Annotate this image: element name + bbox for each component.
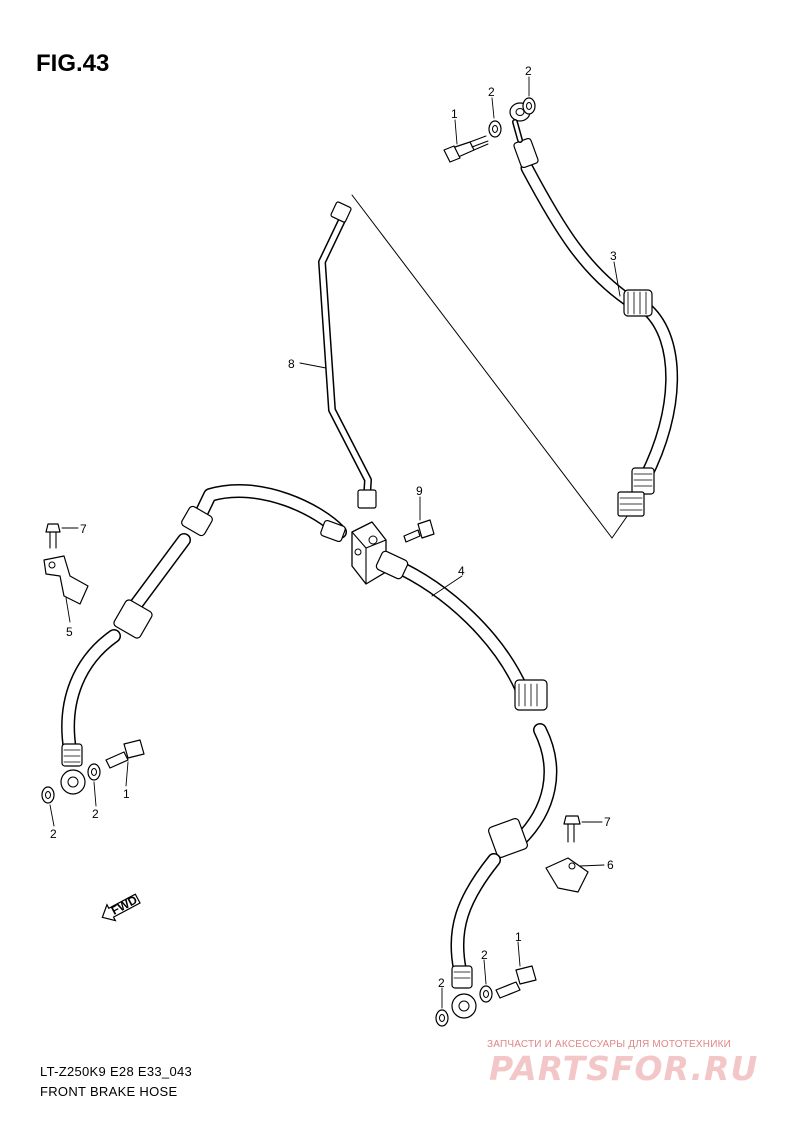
callout-2-top-right: 2 xyxy=(525,64,532,78)
brake-hose-joint xyxy=(351,521,387,585)
callout-8: 8 xyxy=(288,357,295,371)
callout-5: 5 xyxy=(66,625,73,639)
diagram-description: FRONT BRAKE HOSE xyxy=(40,1084,178,1099)
brake-hose-upper-part-3 xyxy=(509,102,679,517)
watermark-logo: PARTSFOR.RU xyxy=(489,1049,759,1088)
callout-1-right: 1 xyxy=(515,930,522,944)
callout-2-right-a: 2 xyxy=(481,948,488,962)
brake-pipe-part-8 xyxy=(318,201,377,509)
callout-4: 4 xyxy=(458,564,465,578)
callout-1-left: 1 xyxy=(123,787,130,801)
callout-2-top-left: 2 xyxy=(488,85,495,99)
model-code: LT-Z250K9 E28 E33_043 xyxy=(40,1064,193,1079)
banjo-bolt-left xyxy=(105,739,145,769)
bolt-part-9 xyxy=(403,519,435,543)
callout-leaders xyxy=(49,76,621,1009)
callout-3: 3 xyxy=(610,249,617,263)
banjo-bolt-right xyxy=(495,965,537,999)
callout-2-right-b: 2 xyxy=(438,976,445,990)
bolt-part-7-left xyxy=(45,523,61,549)
callout-1-top: 1 xyxy=(451,107,458,121)
callout-7-right: 7 xyxy=(604,815,611,829)
watermark-tagline: ЗАПЧАСТИ И АКСЕССУАРЫ ДЛЯ МОТОТЕХНИКИ xyxy=(487,1039,732,1050)
bracket-part-5 xyxy=(43,555,89,605)
direction-badge: FWD xyxy=(101,892,141,922)
reference-leader-line xyxy=(351,194,613,539)
callout-9: 9 xyxy=(416,484,423,498)
callout-2-left-a: 2 xyxy=(92,807,99,821)
figure-title: FIG.43 xyxy=(36,50,110,77)
callout-7-left: 7 xyxy=(80,522,87,536)
callout-6: 6 xyxy=(607,858,614,872)
bracket-part-6 xyxy=(545,857,589,893)
bolt-part-7-right xyxy=(563,815,581,843)
banjo-bolt-top xyxy=(443,135,489,163)
brake-hose-part-4 xyxy=(60,484,558,1019)
callout-2-left-b: 2 xyxy=(50,827,57,841)
